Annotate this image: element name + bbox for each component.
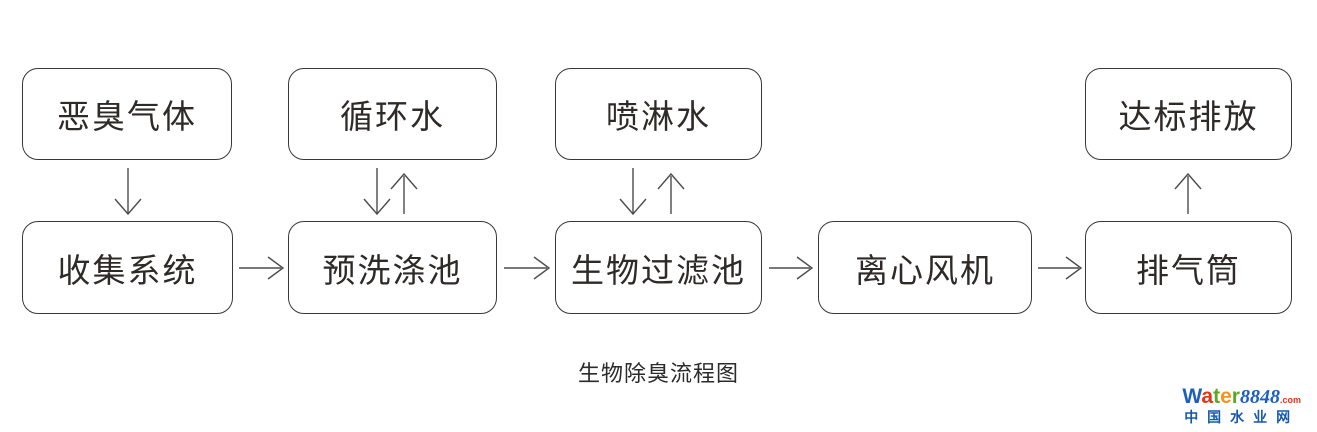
node-collection-system-label: 收集系统 [57,251,198,289]
node-discharge-label: 达标排放 [1118,98,1259,135]
brand-letter: e [1220,385,1232,408]
node-centrifugal-fan: 离心风机 [818,221,1032,314]
node-spray-water: 喷淋水 [555,68,762,160]
watermark-logo: Water8848.com 中国水业网 [1182,386,1301,424]
brand-tld: .com [1279,395,1301,405]
node-circulating-water: 循环水 [288,68,497,160]
brand-letter: a [1201,385,1214,408]
node-exhaust-stack-label: 排气筒 [1136,251,1241,289]
brand-letter: W [1182,385,1202,408]
brand-letter: t [1213,385,1221,408]
node-centrifugal-fan-label: 离心风机 [855,251,995,289]
watermark-subtitle: 中国水业网 [1184,409,1300,425]
node-spray-water-label: 喷淋水 [606,98,711,135]
node-prewash-tank: 预洗涤池 [288,221,497,314]
node-collection-system: 收集系统 [22,221,233,314]
node-odor-gas: 恶臭气体 [22,68,232,160]
node-odor-gas-label: 恶臭气体 [57,98,197,135]
brand-number: 8848 [1239,386,1280,408]
node-discharge: 达标排放 [1085,68,1292,160]
brand-letter: r [1231,385,1240,408]
node-prewash-tank-label: 预洗涤池 [322,251,463,289]
node-biofilter-tank: 生物过滤池 [555,221,762,314]
node-exhaust-stack: 排气筒 [1085,221,1292,314]
watermark-brand: Water8848.com [1182,386,1301,407]
diagram-caption: 生物除臭流程图 [577,361,739,386]
node-circulating-water-label: 循环水 [340,98,445,135]
node-biofilter-tank-label: 生物过滤池 [571,251,746,289]
